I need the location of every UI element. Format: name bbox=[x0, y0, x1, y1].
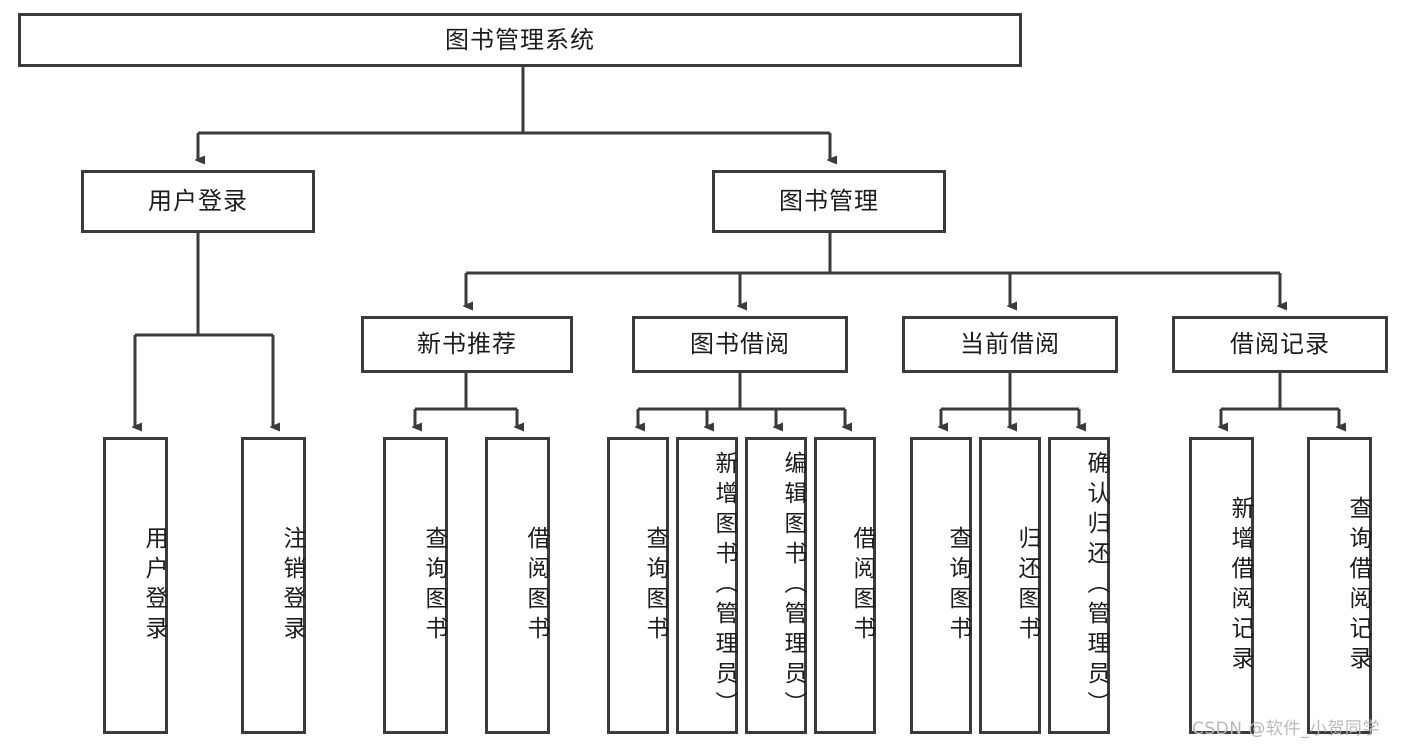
leaf-new-book-query-book[interactable]: 查询图书 bbox=[383, 437, 448, 734]
node-label: 编辑图书（管理员） bbox=[780, 450, 806, 721]
node-label: 查询图书 bbox=[945, 525, 971, 646]
leaf-borrow-records-add-record[interactable]: 新增借阅记录 bbox=[1189, 437, 1254, 734]
leaf-user-login-logout[interactable]: 注销登录 bbox=[241, 437, 306, 734]
node-label: 当前借阅 bbox=[960, 330, 1060, 359]
node-label: 确认归还（管理员） bbox=[1083, 450, 1109, 721]
leaf-new-book-borrow-book[interactable]: 借阅图书 bbox=[485, 437, 550, 734]
leaf-current-borrow-confirm-return-admin[interactable]: 确认归还（管理员） bbox=[1048, 437, 1110, 734]
node-label: 新增图书（管理员） bbox=[711, 450, 737, 721]
node-label: 用户登录 bbox=[141, 525, 167, 646]
node-label: 新书推荐 bbox=[417, 330, 517, 359]
leaf-current-borrow-return-book[interactable]: 归还图书 bbox=[979, 437, 1041, 734]
node-label: 图书借阅 bbox=[690, 330, 790, 359]
node-book-management[interactable]: 图书管理 bbox=[712, 170, 946, 233]
leaf-book-borrow-borrow-book[interactable]: 借阅图书 bbox=[814, 437, 876, 734]
node-label: 查询图书 bbox=[642, 525, 668, 646]
node-user-login[interactable]: 用户登录 bbox=[81, 170, 315, 233]
leaf-user-login-login[interactable]: 用户登录 bbox=[103, 437, 168, 734]
node-label: 新增借阅记录 bbox=[1227, 495, 1253, 676]
node-label: 归还图书 bbox=[1014, 525, 1040, 646]
leaf-book-borrow-add-book-admin[interactable]: 新增图书（管理员） bbox=[676, 437, 738, 734]
node-new-book-recommend[interactable]: 新书推荐 bbox=[361, 316, 573, 373]
node-label: 查询借阅记录 bbox=[1345, 495, 1371, 676]
node-label: 借阅图书 bbox=[523, 525, 549, 646]
leaf-book-borrow-query-book[interactable]: 查询图书 bbox=[607, 437, 669, 734]
node-label: 图书管理 bbox=[779, 187, 879, 216]
node-borrow-records[interactable]: 借阅记录 bbox=[1172, 316, 1388, 373]
leaf-book-borrow-edit-book-admin[interactable]: 编辑图书（管理员） bbox=[745, 437, 807, 734]
node-book-borrow[interactable]: 图书借阅 bbox=[632, 316, 848, 373]
node-root-book-management-system[interactable]: 图书管理系统 bbox=[18, 13, 1022, 67]
leaf-borrow-records-query-record[interactable]: 查询借阅记录 bbox=[1307, 437, 1372, 734]
node-label: 用户登录 bbox=[148, 187, 248, 216]
node-label: 查询图书 bbox=[421, 525, 447, 646]
node-label: 图书管理系统 bbox=[445, 25, 595, 54]
node-label: 借阅图书 bbox=[849, 525, 875, 646]
leaf-current-borrow-query-book[interactable]: 查询图书 bbox=[910, 437, 972, 734]
node-label: 注销登录 bbox=[279, 525, 305, 646]
node-label: 借阅记录 bbox=[1230, 330, 1330, 359]
node-current-borrow[interactable]: 当前借阅 bbox=[902, 316, 1118, 373]
